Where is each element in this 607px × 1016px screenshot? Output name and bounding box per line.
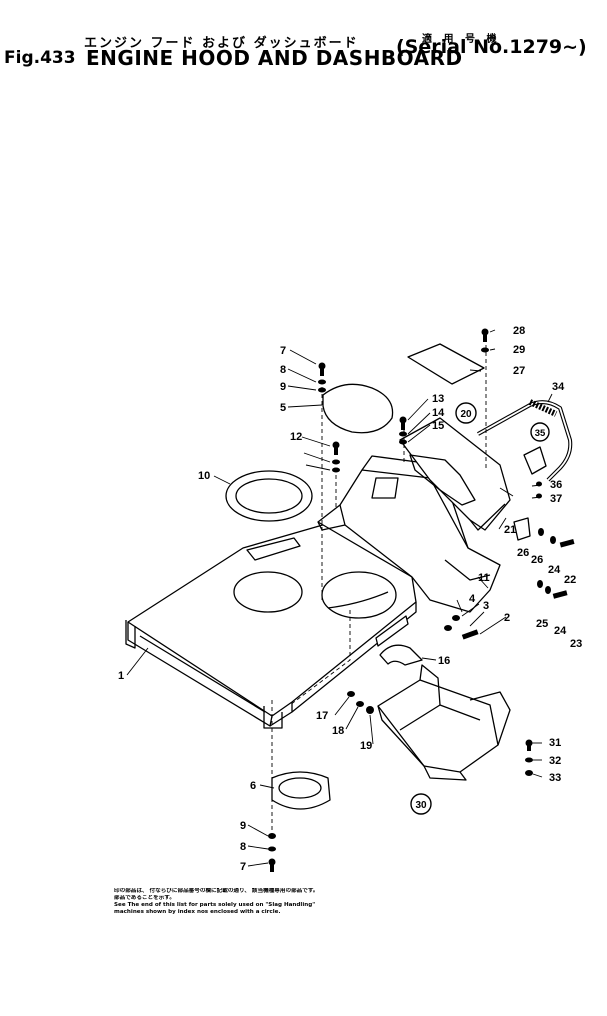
small-bracket xyxy=(513,517,531,541)
callout-9-lower: 9 xyxy=(240,820,246,832)
circled-callouts: 20 30 35 xyxy=(410,402,550,815)
callout-6: 6 xyxy=(250,780,256,792)
callout-26b: 26 xyxy=(517,547,529,559)
callout-5: 5 xyxy=(280,402,286,414)
figure-number: Fig.433 xyxy=(4,48,76,68)
callout-35: 35 xyxy=(535,428,546,439)
applicable-label: 適 用 号 機 xyxy=(422,34,501,45)
callout-8: 8 xyxy=(280,364,286,376)
callout-labels: 1 2 3 4 5 6 7 8 9 10 11 12 13 14 15 16 1… xyxy=(118,325,582,873)
callout-31: 31 xyxy=(549,737,561,749)
callout-21: 21 xyxy=(504,524,516,536)
callout-29: 29 xyxy=(513,344,525,356)
ring-gasket xyxy=(225,470,313,522)
footnote-line-1: 印の部品は、 付ならびに部品番号の欄に記載の通り、 該当機種専用の部品です。 xyxy=(114,888,319,894)
footnote-line-4: machines shown by index nos enclosed wit… xyxy=(114,909,281,915)
callout-13: 13 xyxy=(432,393,444,405)
callout-32: 32 xyxy=(549,755,561,767)
callout-15: 15 xyxy=(432,420,444,432)
dashboard xyxy=(317,455,501,613)
callout-22: 22 xyxy=(564,574,576,586)
callout-20: 20 xyxy=(460,409,472,420)
support-bracket xyxy=(377,664,511,781)
engine-hood xyxy=(125,519,417,729)
title-japanese: エンジン フード および ダッシュボード xyxy=(84,36,359,51)
fasteners xyxy=(268,328,575,872)
callout-3: 3 xyxy=(483,600,489,612)
callout-11: 11 xyxy=(478,572,490,584)
footnote-line-3: See The end of this list for parts solel… xyxy=(114,902,316,908)
figure-header: エンジン フード および ダッシュボード Fig.433 ENGINE HOOD… xyxy=(0,0,607,90)
callout-7: 7 xyxy=(280,345,286,357)
callout-4: 4 xyxy=(469,593,476,605)
gasket-plate xyxy=(322,383,394,434)
callout-14: 14 xyxy=(432,407,445,419)
handle xyxy=(477,399,573,482)
callout-24-lower: 24 xyxy=(554,625,567,637)
callout-8-lower: 8 xyxy=(240,841,246,853)
callout-25: 25 xyxy=(536,618,548,630)
callout-30: 30 xyxy=(415,800,427,811)
serial-text: (Serial No.1279~) xyxy=(396,36,587,58)
callout-36: 36 xyxy=(550,479,562,491)
callout-24-upper: 24 xyxy=(548,564,561,576)
callout-7-lower: 7 xyxy=(240,861,246,873)
curved-plate xyxy=(379,644,423,666)
footnote-line-2: 部品であることを示す。 xyxy=(114,895,175,901)
flange-ring xyxy=(271,771,331,810)
callout-28: 28 xyxy=(513,325,525,337)
callout-33: 33 xyxy=(549,772,561,784)
callout-16: 16 xyxy=(438,655,450,667)
callout-34: 34 xyxy=(552,381,565,393)
callout-9: 9 xyxy=(280,381,286,393)
callout-17: 17 xyxy=(316,710,328,722)
callout-26: 26 xyxy=(531,554,543,566)
alignment-lines xyxy=(271,345,487,840)
callout-10: 10 xyxy=(198,470,210,482)
callout-1: 1 xyxy=(118,670,124,682)
dash-cover xyxy=(399,417,511,531)
cover-plate xyxy=(407,343,485,385)
figure-title: ENGINE HOOD AND DASHBOARD xyxy=(86,46,463,70)
callout-18: 18 xyxy=(332,725,344,737)
callout-19: 19 xyxy=(360,740,372,752)
leader-lines xyxy=(126,329,553,867)
callout-27: 27 xyxy=(513,365,525,377)
callout-2: 2 xyxy=(504,612,510,624)
footnote: 印の部品は、 付ならびに部品番号の欄に記載の通り、 該当機種専用の部品です。 部… xyxy=(114,888,414,916)
callout-37: 37 xyxy=(550,493,562,505)
callout-12: 12 xyxy=(290,431,302,443)
callout-23: 23 xyxy=(570,638,582,650)
serial-range: 適 用 号 機 (Serial No.1279~) xyxy=(396,34,587,58)
